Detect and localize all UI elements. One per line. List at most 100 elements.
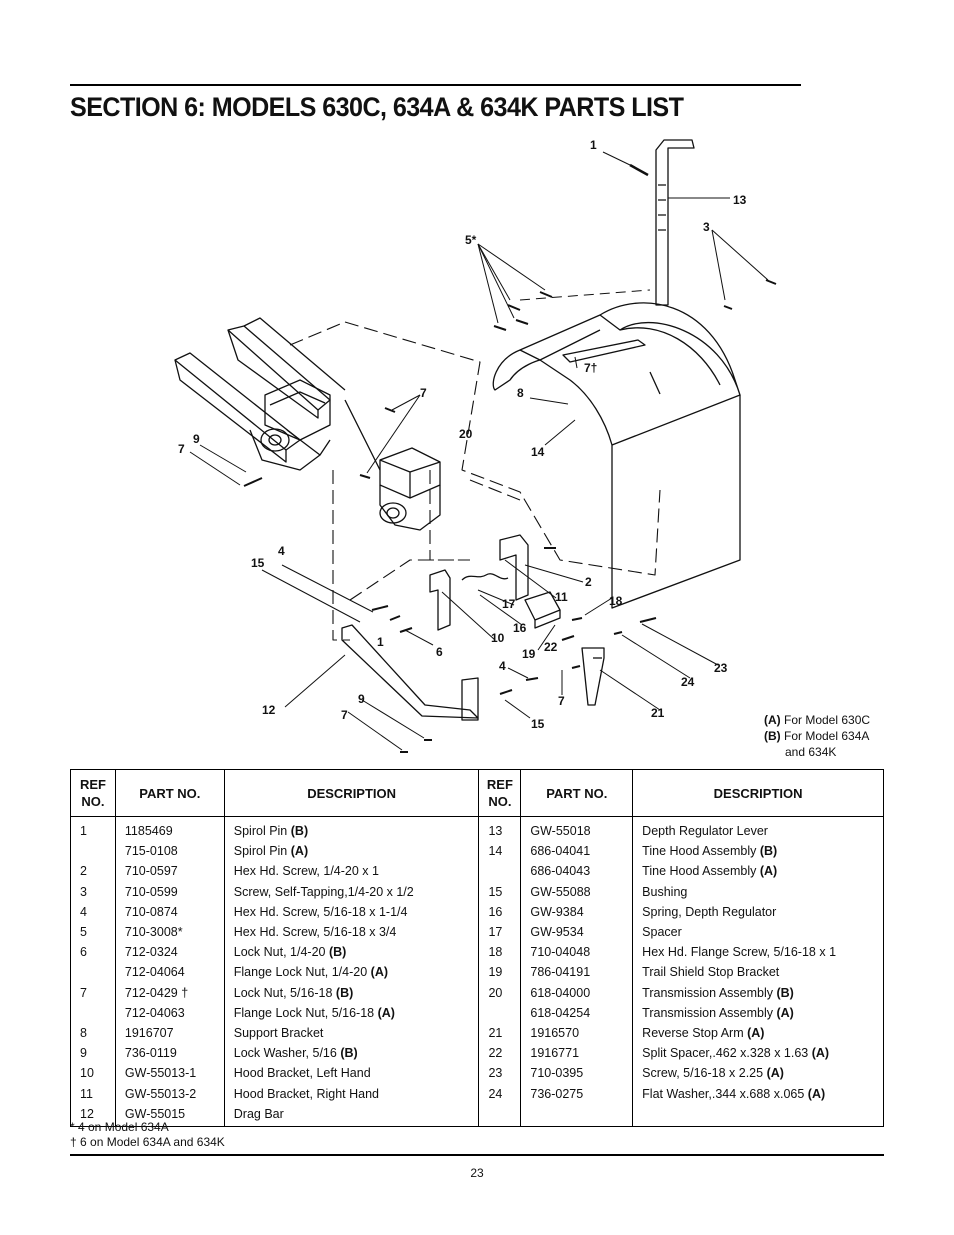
header-part-no: PART NO. — [114, 769, 225, 817]
cell-ref: 9 — [70, 1043, 116, 1064]
cell-part2: GW-9534 — [520, 921, 634, 943]
cell-desc2: Bushing — [632, 881, 884, 902]
cell-part2: 710-04048 — [520, 942, 634, 963]
callout-2: 2 — [585, 575, 592, 589]
header-ref-no: REF NO. — [70, 769, 116, 817]
cell-ref: 11 — [70, 1083, 116, 1104]
cell-ref2: 15 — [478, 881, 522, 902]
cell-desc2: Tine Hood Assembly (B) — [632, 841, 884, 862]
callout-7-upper: 7 — [420, 386, 427, 400]
cell-desc: Lock Washer, 5/16 (B) — [223, 1043, 480, 1064]
cell-part2: 736-0275 — [520, 1083, 634, 1104]
cell-ref — [70, 1002, 116, 1023]
cell-ref: 10 — [70, 1063, 116, 1084]
callout-14: 14 — [531, 445, 545, 459]
top-rule — [70, 84, 801, 86]
callout-7-dagger: 7† — [584, 361, 597, 375]
callout-1-top: 1 — [590, 138, 597, 152]
callout-21: 21 — [651, 706, 665, 720]
callout-6: 6 — [436, 645, 443, 659]
bottom-rule — [70, 1154, 884, 1156]
cell-desc2 — [632, 1103, 884, 1127]
cell-desc: Hood Bracket, Left Hand — [223, 1063, 480, 1084]
cell-ref2: 24 — [478, 1083, 522, 1104]
header-ref-no-2: REF NO. — [478, 769, 522, 817]
cell-part2 — [520, 1103, 634, 1127]
legend-line-b: (B) For Model 634A — [764, 729, 870, 743]
callout-15-lower: 15 — [531, 717, 545, 731]
cell-desc: Hex Hd. Screw, 5/16-18 x 3/4 — [223, 921, 480, 943]
legend-line-b2: and 634K — [785, 745, 837, 759]
callout-9-upper: 9 — [193, 432, 200, 446]
cell-ref: 6 — [70, 942, 116, 963]
cell-desc2: Transmission Assembly (A) — [632, 1002, 884, 1023]
header-description: DESCRIPTION — [223, 769, 480, 817]
cell-ref2: 22 — [478, 1043, 522, 1064]
cell-desc: Flange Lock Nut, 5/16-18 (A) — [223, 1002, 480, 1023]
cell-part2: GW-9384 — [520, 901, 634, 922]
cell-desc2: Tine Hood Assembly (A) — [632, 861, 884, 882]
cell-desc2: Split Spacer,.462 x.328 x 1.63 (A) — [632, 1043, 884, 1064]
cell-ref: 3 — [70, 881, 116, 902]
callout-9-lower: 9 — [358, 692, 365, 706]
callout-7-left: 7 — [178, 442, 185, 456]
model-legend: (A) For Model 630C (B) For Model 634A an… — [764, 712, 870, 760]
cell-desc2: Spring, Depth Regulator — [632, 901, 884, 922]
cell-desc: Screw, Self-Tapping,1/4-20 x 1/2 — [223, 881, 480, 902]
cell-part2: 710-0395 — [520, 1063, 634, 1084]
cell-desc: Spirol Pin (A) — [223, 841, 480, 862]
cell-part: 710-0597 — [114, 861, 225, 882]
cell-part2: 686-04041 — [520, 841, 634, 862]
cell-ref2: 18 — [478, 942, 522, 963]
page-title: SECTION 6: MODELS 630C, 634A & 634K PART… — [70, 92, 684, 122]
callout-10: 10 — [491, 631, 505, 645]
header-description-2: DESCRIPTION — [632, 769, 884, 817]
cell-part2: 786-04191 — [520, 962, 634, 983]
callout-15-upper: 15 — [251, 556, 265, 570]
cell-part2: GW-55088 — [520, 881, 634, 902]
callout-4-upper: 4 — [278, 544, 285, 558]
cell-ref2: 21 — [478, 1022, 522, 1044]
cell-desc: Lock Nut, 1/4-20 (B) — [223, 942, 480, 963]
cell-desc: Hex Hd. Screw, 1/4-20 x 1 — [223, 861, 480, 882]
cell-part2: 1916771 — [520, 1043, 634, 1064]
cell-desc: Flange Lock Nut, 1/4-20 (A) — [223, 962, 480, 983]
cell-ref2: 14 — [478, 841, 522, 862]
callout-18: 18 — [609, 594, 623, 608]
cell-desc2: Flat Washer,.344 x.688 x.065 (A) — [632, 1083, 884, 1104]
cell-part: GW-55013-2 — [114, 1083, 225, 1104]
cell-part: GW-55013-1 — [114, 1063, 225, 1084]
callout-7-lower-right: 7 — [558, 694, 565, 708]
cell-ref2: 17 — [478, 921, 522, 943]
footnotes: * 4 on Model 634A † 6 on Model 634A and … — [70, 1120, 225, 1150]
page-number: 23 — [470, 1166, 484, 1180]
cell-part: 710-0599 — [114, 881, 225, 902]
cell-part: 736-0119 — [114, 1043, 225, 1064]
cell-part2: GW-55018 — [520, 816, 634, 842]
cell-ref — [70, 962, 116, 983]
callout-5: 5* — [465, 233, 477, 247]
cell-desc2: Reverse Stop Arm (A) — [632, 1022, 884, 1044]
callout-3: 3 — [703, 220, 710, 234]
cell-desc2: Screw, 5/16-18 x 2.25 (A) — [632, 1063, 884, 1084]
cell-desc2: Spacer — [632, 921, 884, 943]
cell-ref2: 19 — [478, 962, 522, 983]
cell-ref: 7 — [70, 982, 116, 1003]
cell-ref: 8 — [70, 1022, 116, 1044]
footnote-dagger: † 6 on Model 634A and 634K — [70, 1135, 225, 1149]
cell-ref2: 23 — [478, 1063, 522, 1084]
callout-24: 24 — [681, 675, 695, 689]
cell-part: 1916707 — [114, 1022, 225, 1044]
cell-part: 712-04064 — [114, 962, 225, 983]
cell-desc: Drag Bar — [223, 1103, 480, 1127]
